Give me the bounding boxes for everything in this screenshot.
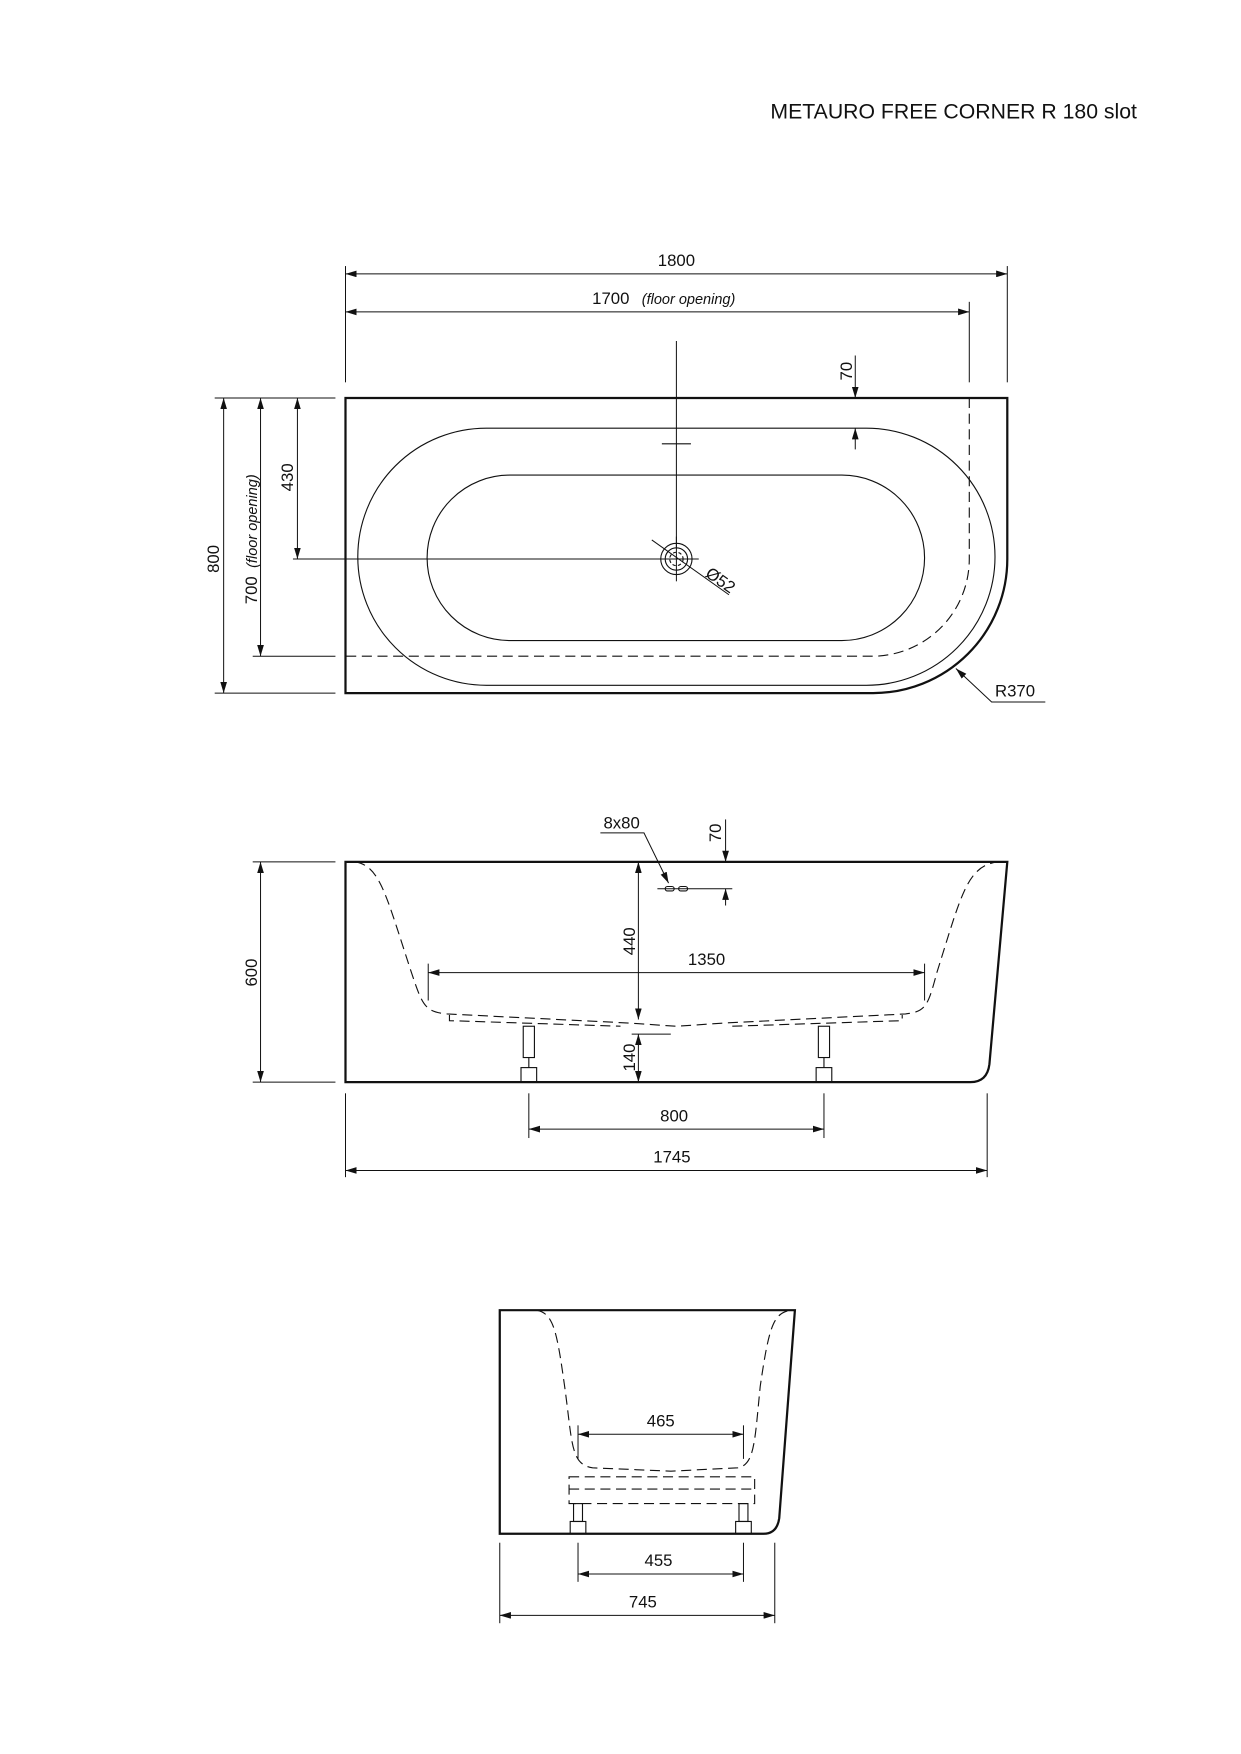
leg-right [815,1025,833,1083]
floor-opening-note-vertical: (floor opening) [245,474,261,568]
dim-label-slot-offset: 70 [706,824,725,843]
floor-opening-outline [345,397,970,657]
floor-opening-note: (floor opening) [642,292,736,308]
inner-profile-side [355,861,998,1027]
overflow-slot-leader [600,832,670,884]
tub-outline-side [344,860,1009,1084]
overflow-slot-icon [657,885,733,892]
end-view: 465 455 745 [498,1309,797,1624]
dim-label-overflow-slot: 8x80 [603,813,639,832]
drawing-title: METAURO FREE CORNER R 180 slot [770,99,1137,123]
dim-label-base-length: 1745 [653,1148,690,1167]
dim-label-rim-offset: 70 [837,362,856,381]
dim-label-drain-diameter: Ø52 [702,563,739,597]
dim-label-leg-height: 140 [620,1044,639,1072]
dim-label-end-leg-spacing: 455 [645,1551,673,1570]
support-frame-side [448,1015,903,1027]
support-frame [568,1476,756,1505]
end-leg-right [735,1503,752,1535]
dim-label-inner-length: 1350 [688,950,725,969]
dim-label-leg-spacing: 800 [660,1106,688,1125]
dim-label-depth: 440 [620,927,639,955]
dim-label-inner-width: 465 [647,1411,675,1430]
tub-outline-end [498,1309,797,1535]
dim-label-length: 1800 [658,251,695,270]
dim-label-floor-opening-width: 700 [242,576,261,604]
drain-diameter-leader [651,539,730,596]
side-view: 8x80 70 600 440 140 1350 800 1745 [242,813,1009,1178]
dim-label-height: 600 [242,959,261,987]
dim-label-floor-opening-length: 1700 [592,289,629,308]
dim-label-drain-y: 430 [278,463,297,491]
basin-outline [426,474,926,642]
dim-label-base-width: 745 [629,1593,657,1612]
corner-radius-leader [955,668,1046,703]
inner-profile-end [536,1309,791,1472]
dim-label-corner-radius: R370 [995,681,1035,700]
dim-label-width: 800 [204,545,223,573]
top-view: 1800 1700 (floor opening) 70 800 700 (fl… [204,251,1046,703]
leg-left [520,1025,538,1083]
end-leg-left [569,1503,587,1535]
tub-outline-top [344,396,1009,695]
